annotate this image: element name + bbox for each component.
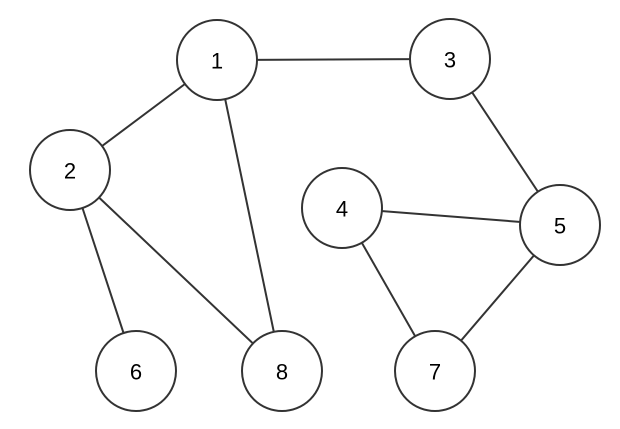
- graph-node-5: 5: [519, 184, 601, 266]
- graph-node-circle-7: [394, 330, 476, 412]
- graph-edge-1-8: [216, 59, 283, 372]
- graph-node-label-2: 2: [64, 159, 76, 184]
- graph-node-6: 6: [95, 330, 177, 412]
- graph-node-circle-5: [519, 184, 601, 266]
- graph-node-7: 7: [394, 330, 476, 412]
- graph-node-label-5: 5: [554, 214, 566, 239]
- graph-node-2: 2: [29, 129, 111, 211]
- graph-node-8: 8: [241, 330, 323, 412]
- nodes-layer: 1 2 3 4 5 6 7 8: [29, 18, 601, 412]
- graph-node-circle-8: [241, 330, 323, 412]
- graph-node-4: 4: [301, 167, 383, 249]
- graph-node-label-6: 6: [130, 360, 142, 385]
- graph-node-circle-3: [409, 18, 491, 100]
- graph-node-circle-2: [29, 129, 111, 211]
- graph-node-label-4: 4: [336, 197, 348, 222]
- graph-edge-2-8: [69, 169, 283, 372]
- graph-node-label-1: 1: [211, 49, 223, 74]
- graph-node-label-8: 8: [276, 360, 288, 385]
- graph-node-label-3: 3: [444, 48, 456, 73]
- graph-node-label-7: 7: [429, 360, 441, 385]
- graph-node-1: 1: [176, 19, 258, 101]
- graph-node-circle-1: [176, 19, 258, 101]
- graph-node-circle-6: [95, 330, 177, 412]
- graph-node-3: 3: [409, 18, 491, 100]
- graph-node-circle-4: [301, 167, 383, 249]
